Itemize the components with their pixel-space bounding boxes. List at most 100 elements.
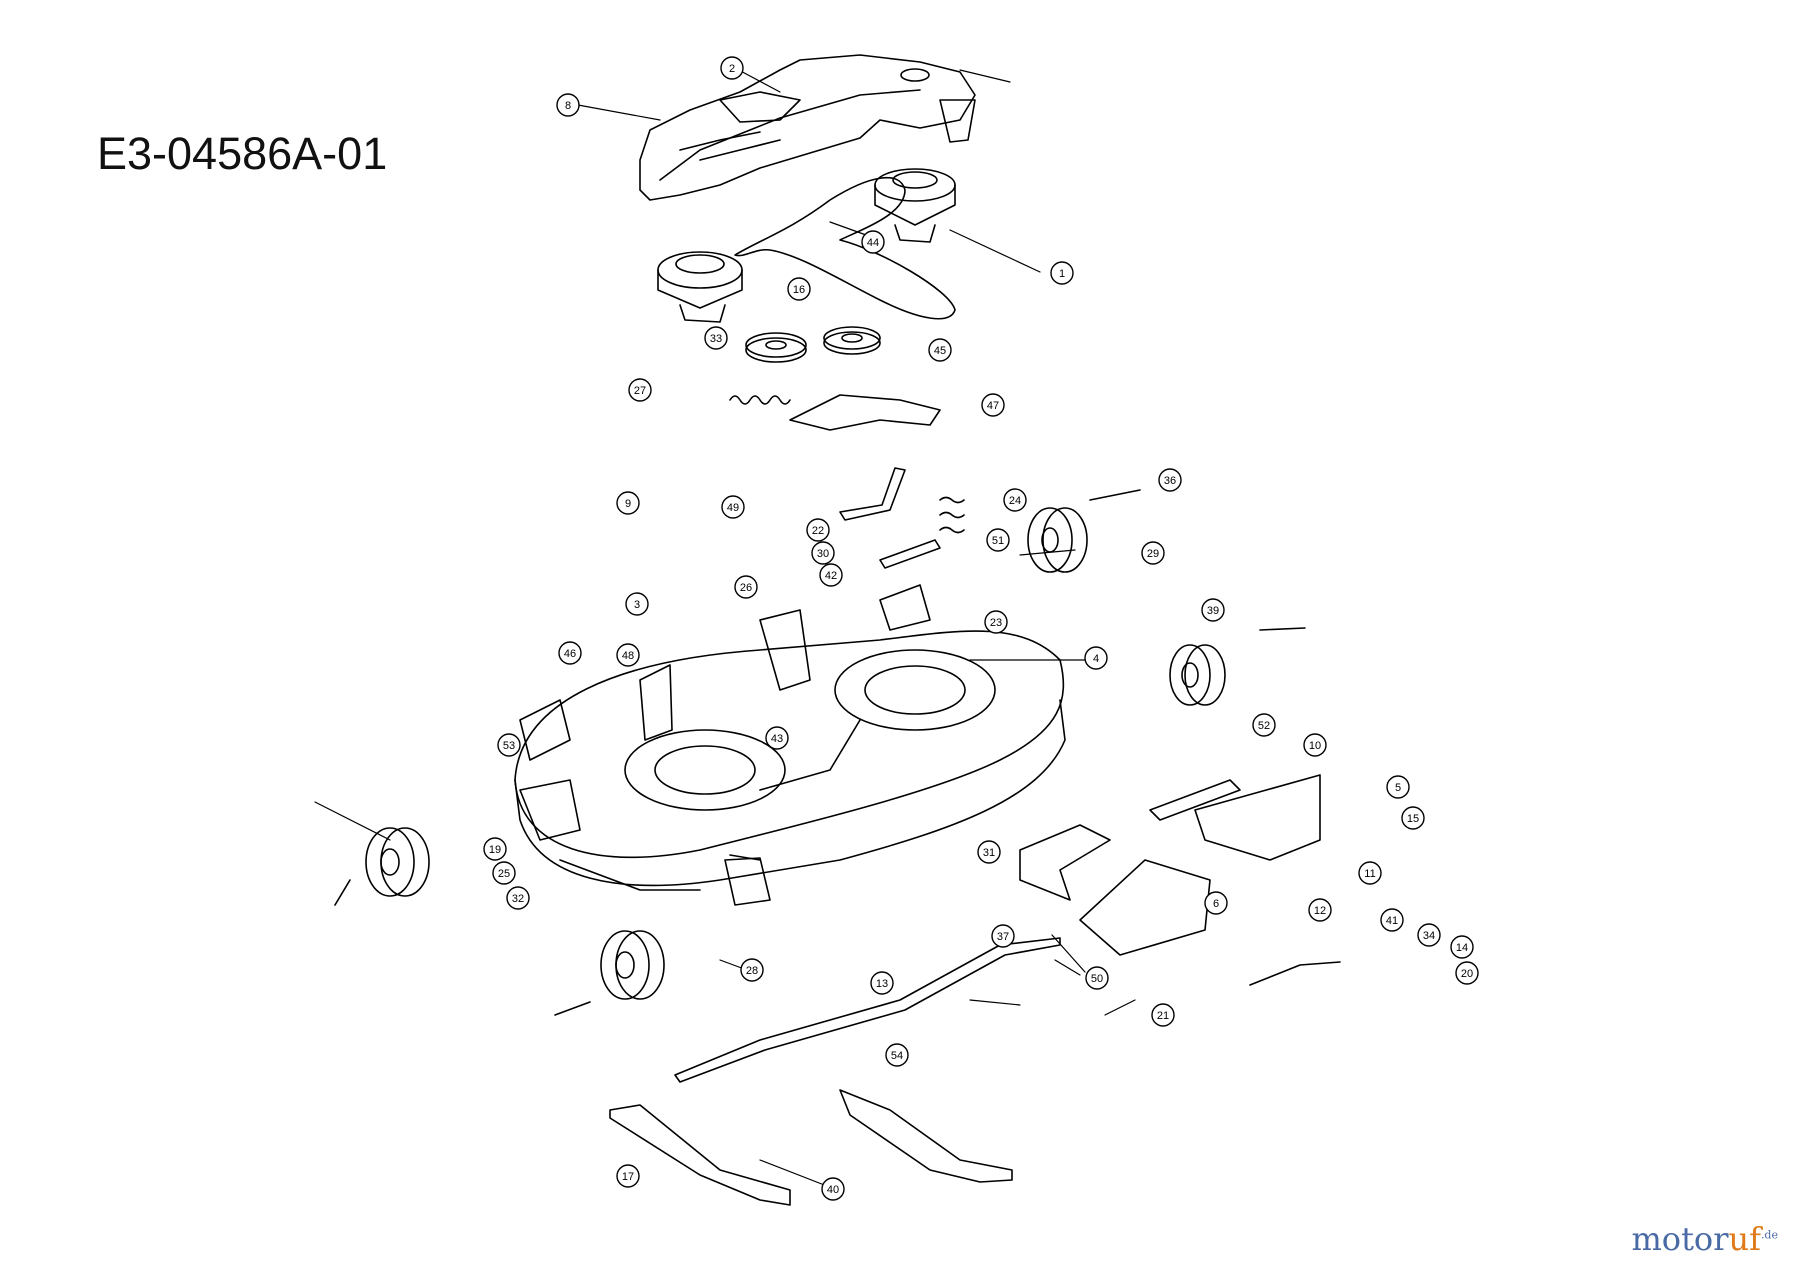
callout-circle xyxy=(991,924,1015,948)
callout-label: 4 xyxy=(1093,653,1099,665)
callout-circle xyxy=(928,338,952,362)
callout-circle xyxy=(1303,733,1327,757)
bracket-4 xyxy=(639,664,673,741)
callout-label: 44 xyxy=(867,237,879,249)
callout-13: 13 xyxy=(870,971,894,995)
callout-circle xyxy=(861,230,885,254)
gauge-wheel-front xyxy=(600,930,665,1000)
callout-label: 2 xyxy=(729,63,735,75)
idler-pulley-right xyxy=(823,326,881,355)
callout-circle xyxy=(1204,891,1228,915)
callout-12: 12 xyxy=(1308,898,1332,922)
callout-label: 34 xyxy=(1423,930,1435,942)
brand-tld: .de xyxy=(1760,1228,1778,1242)
callout-30: 30 xyxy=(811,541,835,565)
callout-label: 1 xyxy=(1059,268,1065,280)
callout-label: 10 xyxy=(1309,740,1321,752)
callout-25: 25 xyxy=(492,861,516,885)
belt-cover xyxy=(639,54,976,201)
bolt-front xyxy=(554,1001,591,1016)
callout-44: 44 xyxy=(861,230,885,254)
callout-label: 9 xyxy=(625,498,631,510)
callout-label: 14 xyxy=(1456,942,1468,954)
rail-left xyxy=(519,779,581,841)
callout-circle xyxy=(1417,923,1441,947)
diagram-title: E3-04586A-01 xyxy=(97,128,388,179)
bolt-36-lower xyxy=(334,879,351,906)
callout-label: 45 xyxy=(934,345,946,357)
idler-arm xyxy=(789,394,941,431)
bracket-right xyxy=(879,584,931,631)
callout-label: 29 xyxy=(1147,548,1159,560)
mower-deck-housing xyxy=(514,630,1066,891)
bolt-39 xyxy=(1259,627,1306,631)
callout-label: 39 xyxy=(1207,605,1219,617)
callout-15: 15 xyxy=(1401,806,1425,830)
callout-label: 24 xyxy=(1009,495,1021,507)
callout-label: 31 xyxy=(983,847,995,859)
callout-20: 20 xyxy=(1455,961,1479,985)
callout-circle xyxy=(821,1177,845,1201)
callout-label: 23 xyxy=(990,617,1002,629)
callout-label: 16 xyxy=(793,284,805,296)
callout-circle xyxy=(616,643,640,667)
callout-label: 53 xyxy=(503,740,515,752)
callout-43: 43 xyxy=(765,726,789,750)
blade-right xyxy=(839,1089,1013,1183)
callout-circle xyxy=(984,610,1008,634)
callout-label: 37 xyxy=(997,931,1009,943)
callout-label: 52 xyxy=(1258,720,1270,732)
callout-circle xyxy=(558,641,582,665)
spindle-pulley-right xyxy=(874,168,956,243)
callout-42: 42 xyxy=(819,563,843,587)
callout-48: 48 xyxy=(616,643,640,667)
callout-label: 42 xyxy=(825,570,837,582)
callout-label: 6 xyxy=(1213,898,1219,910)
callout-31: 31 xyxy=(977,840,1001,864)
callout-27: 27 xyxy=(628,378,652,402)
gauge-wheel-right-lower xyxy=(1169,644,1226,706)
idler-pulley-left xyxy=(745,332,807,363)
callout-circle xyxy=(811,541,835,565)
drive-belt xyxy=(734,176,956,320)
callout-circle xyxy=(1003,488,1027,512)
plate-6 xyxy=(1079,859,1211,956)
callout-circle xyxy=(740,958,764,982)
callout-label: 48 xyxy=(622,650,634,662)
callout-24: 24 xyxy=(1003,488,1027,512)
callout-34: 34 xyxy=(1417,923,1441,947)
callout-label: 46 xyxy=(564,648,576,660)
callout-circle xyxy=(492,861,516,885)
callout-4: 4 xyxy=(1084,646,1108,670)
callout-circle xyxy=(819,563,843,587)
callout-layer: 1234568910111213141516171920212223242526… xyxy=(483,56,1479,1201)
bracket-3 xyxy=(759,609,811,691)
callout-label: 51 xyxy=(992,535,1004,547)
callout-46: 46 xyxy=(558,641,582,665)
stiffener-54 xyxy=(674,937,1061,1083)
callout-32: 32 xyxy=(506,886,530,910)
callout-circle xyxy=(1201,598,1225,622)
callout-circle xyxy=(981,393,1005,417)
callout-circle xyxy=(806,518,830,542)
callout-circle xyxy=(1252,713,1276,737)
callout-circle xyxy=(616,491,640,515)
callout-47: 47 xyxy=(981,393,1005,417)
bracket-49 xyxy=(839,467,906,521)
callout-circle xyxy=(625,592,649,616)
callout-19: 19 xyxy=(483,837,507,861)
callout-37: 37 xyxy=(991,924,1015,948)
spindle-pulley-left xyxy=(657,251,743,323)
gauge-wheel-right-upper xyxy=(1027,507,1088,573)
callout-circle xyxy=(506,886,530,910)
callout-6: 6 xyxy=(1204,891,1228,915)
bracket-52 xyxy=(1149,779,1241,821)
callout-1: 1 xyxy=(1050,261,1074,285)
callout-39: 39 xyxy=(1201,598,1225,622)
callout-circle xyxy=(977,840,1001,864)
callout-41: 41 xyxy=(1380,908,1404,932)
callout-5: 5 xyxy=(1386,775,1410,799)
callout-29: 29 xyxy=(1141,541,1165,565)
callout-circle xyxy=(483,837,507,861)
